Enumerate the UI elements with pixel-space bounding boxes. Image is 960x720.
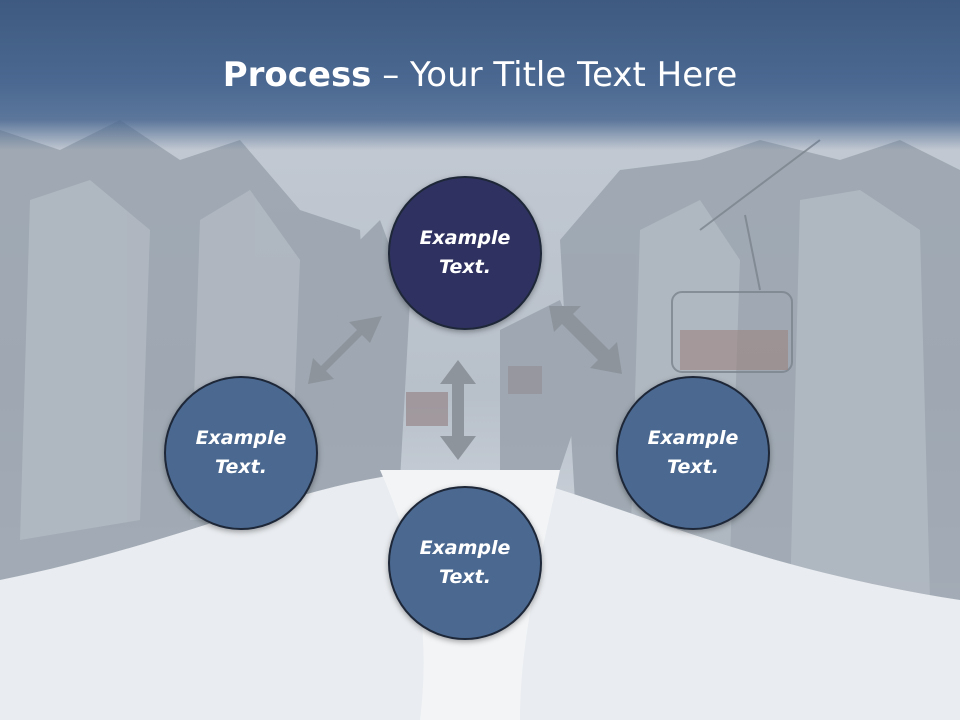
node-bottom: Example Text.: [388, 486, 542, 640]
node-right-label: Example Text.: [647, 427, 739, 478]
node-bottom-label: Example Text.: [419, 537, 511, 588]
node-top-label: Example Text.: [419, 227, 511, 278]
title-text: – Your Title Text Here: [371, 55, 738, 95]
slide-title: Process – Your Title Text Here: [0, 50, 960, 100]
title-bold: Process: [222, 55, 372, 95]
node-top: Example Text.: [388, 176, 542, 330]
node-right: Example Text.: [616, 376, 770, 530]
node-left-label: Example Text.: [195, 427, 287, 478]
node-left: Example Text.: [164, 376, 318, 530]
title-bar: [0, 0, 960, 150]
